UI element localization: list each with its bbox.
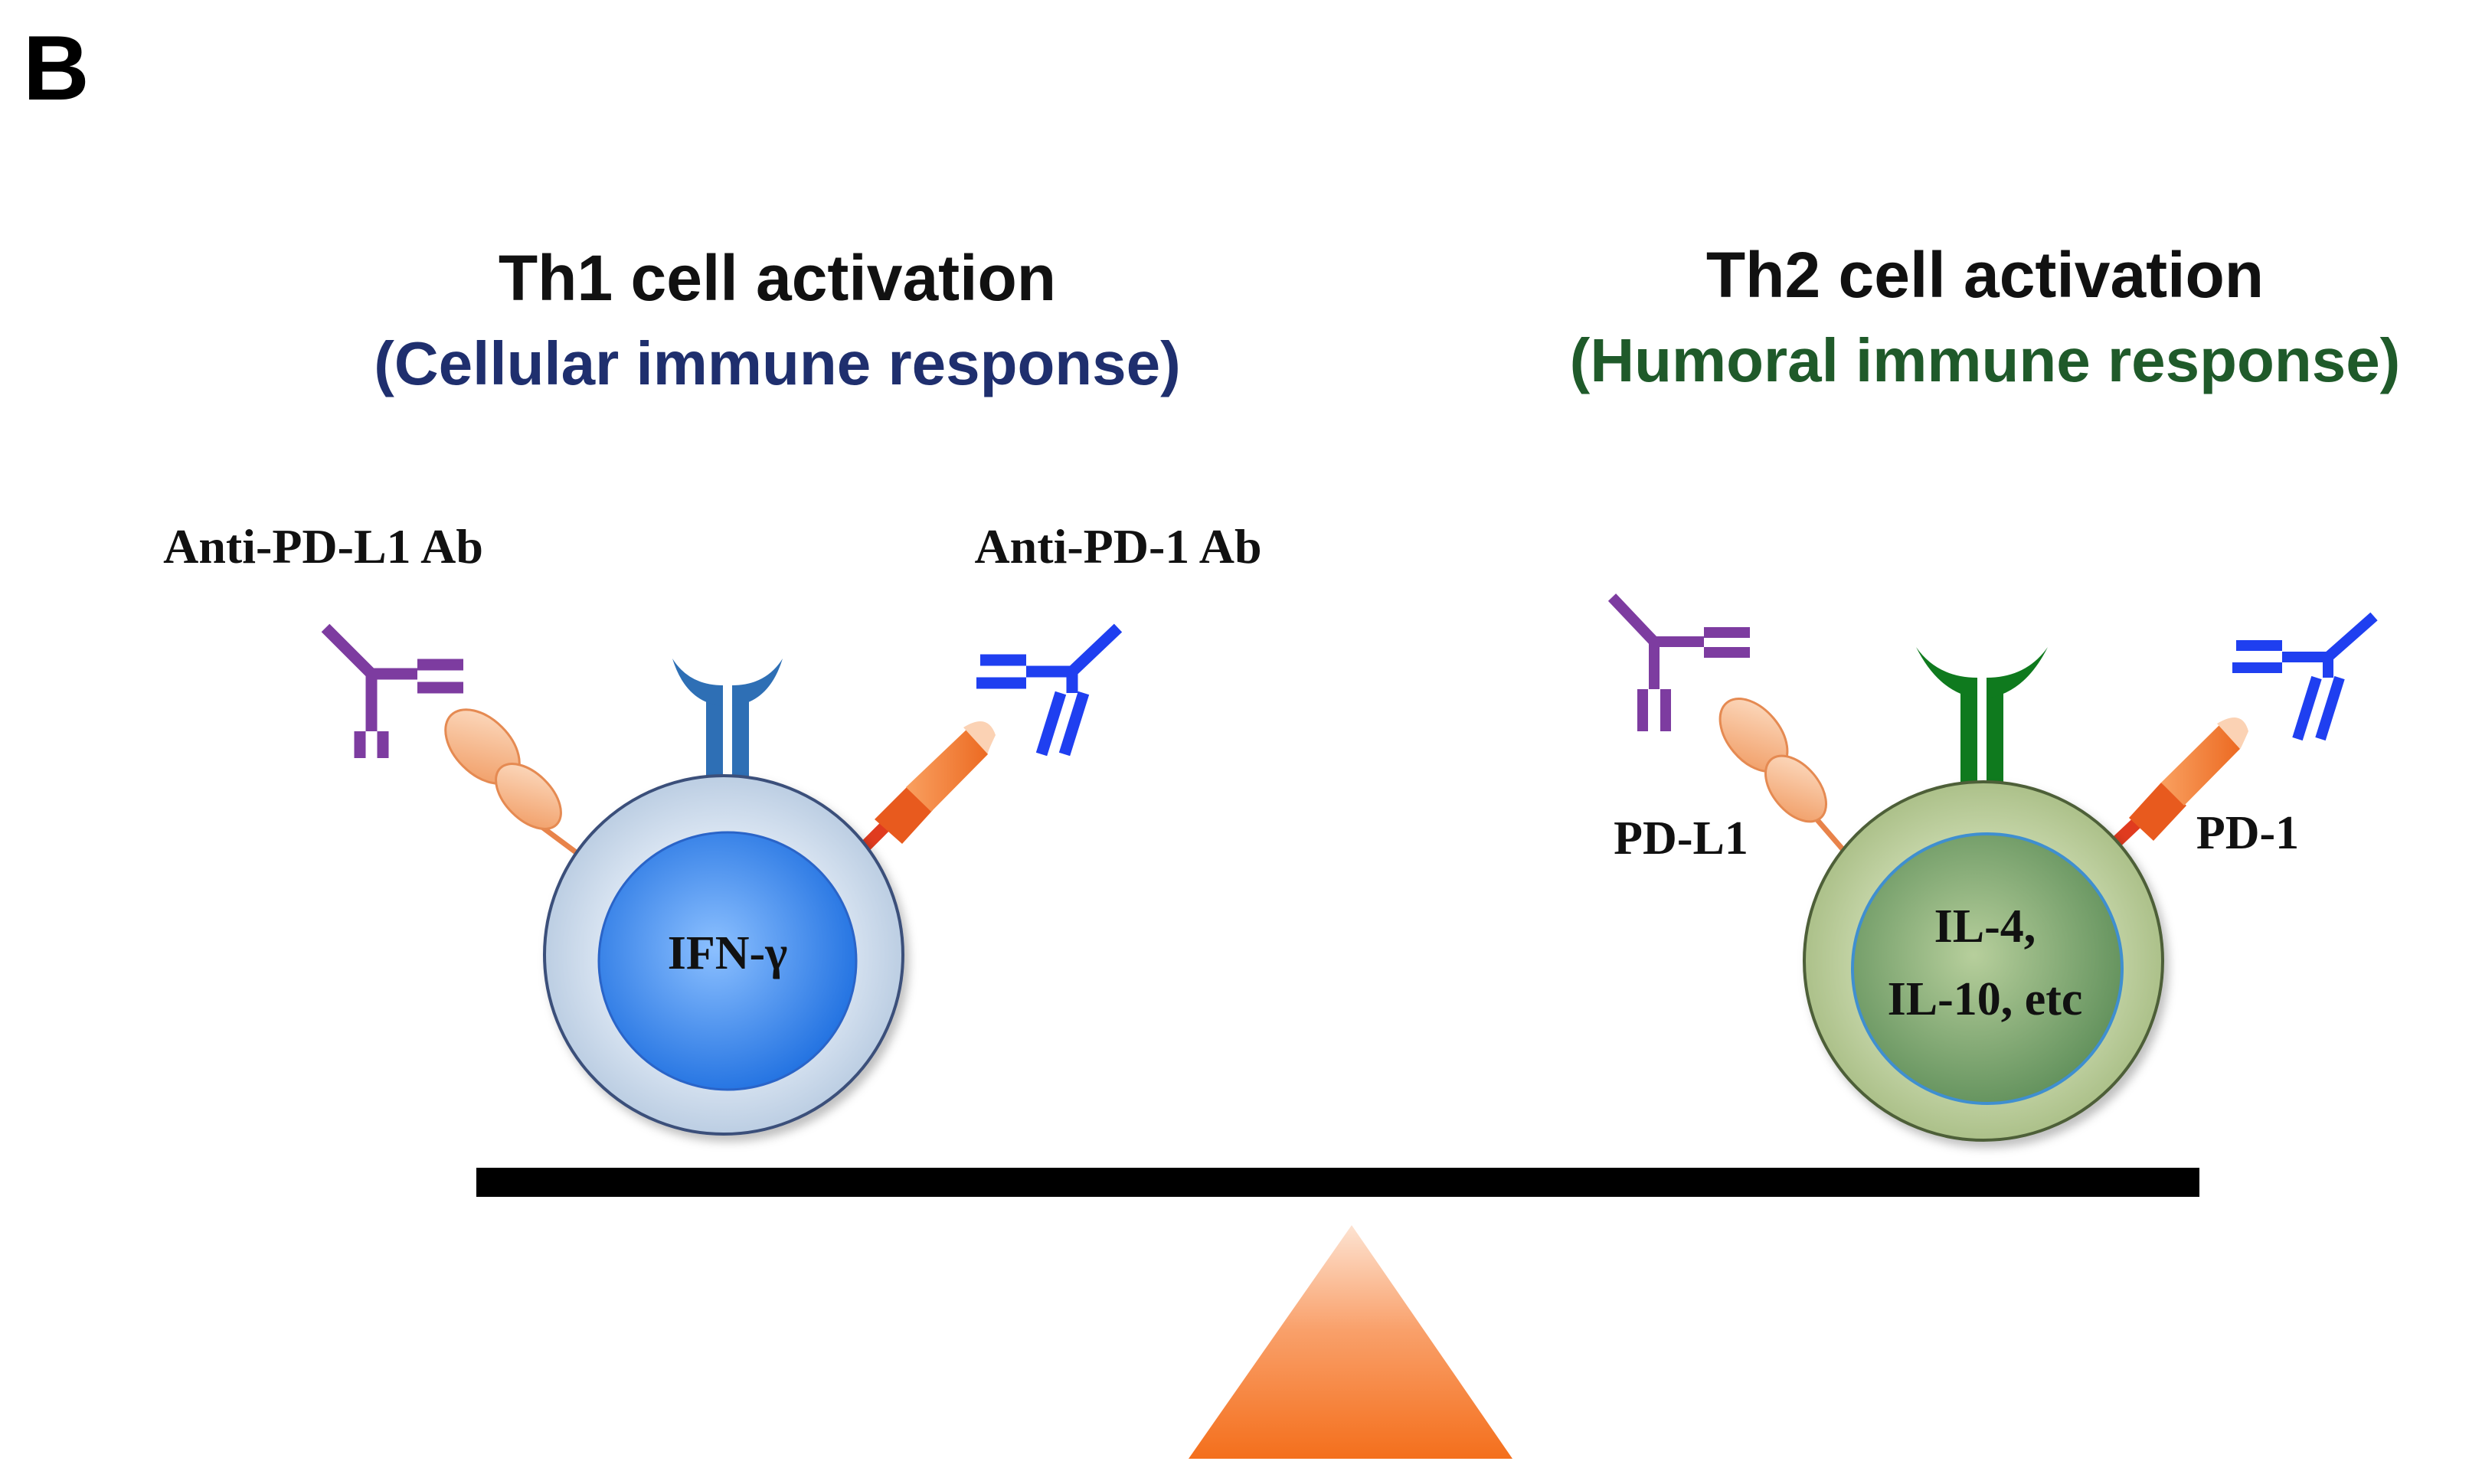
th2-subtitle: (Humoral immune response) <box>1570 326 2401 394</box>
pdl1-label: PD-L1 <box>1614 812 1748 865</box>
th2-nucleus <box>1851 832 2124 1105</box>
th1-subtitle: (Cellular immune response) <box>374 329 1181 397</box>
pd1-molecule-left <box>845 721 996 866</box>
balance-fulcrum <box>1189 1225 1512 1459</box>
th1-title: Th1 cell activation <box>499 242 1056 314</box>
th1-nucleus <box>597 831 858 1091</box>
th1-cytokine-label: IFN-γ <box>668 927 787 979</box>
anti-pd1-antibody-right <box>2232 612 2378 741</box>
anti-pdl1-antibody-left <box>321 623 463 758</box>
th2-title: Th2 cell activation <box>1706 239 2264 311</box>
anti-pd1-ab-label: Anti-PD-1 Ab <box>974 519 1261 574</box>
anti-pdl1-ab-label: Anti-PD-L1 Ab <box>163 519 483 574</box>
anti-pd1-antibody-left <box>976 623 1123 757</box>
th2-cytokine-label-line2: IL-10, etc <box>1888 973 2083 1025</box>
pd1-label: PD-1 <box>2196 807 2299 859</box>
th2-cell: IL-4, IL-10, etc <box>1718 647 2248 1142</box>
balance-beam <box>476 1168 2199 1197</box>
anti-pdl1-antibody-right <box>1607 593 1750 731</box>
pdl1-molecule-left <box>444 708 596 868</box>
th2-receptor <box>1916 647 2048 804</box>
th2-cytokine-label-line1: IL-4, <box>1934 901 2036 953</box>
th1-cell: IFN-γ <box>444 659 996 1136</box>
panel-label: B <box>23 17 90 119</box>
